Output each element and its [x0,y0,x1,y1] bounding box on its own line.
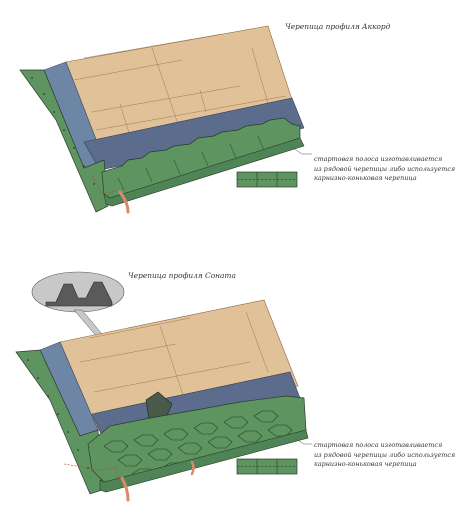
figure-accord [19,25,312,214]
starter-piece [236,171,298,188]
fascia-board [99,429,309,493]
underlay-band [83,97,305,171]
red-dashed-guide [63,463,121,487]
note-leader-line [289,145,312,155]
starter-piece [236,458,298,475]
sonata-profile-section [45,281,113,307]
note-line: из рядовой черепицы либо используется [314,164,456,173]
starter-row-lines [117,135,265,191]
note-leader-line [293,437,312,445]
note-line: из рядовой черепицы либо используется [314,450,456,459]
figure-sonata [15,271,312,502]
note-line: карнизно-коньковая черепица [314,174,417,183]
gable-trim-screws [31,77,95,185]
red-dashed-guide [91,175,117,197]
drip-pipe [120,476,130,502]
figure-note-accord: стартовая полоса изготавливается из рядо… [314,155,455,184]
drip-pipe [118,190,130,214]
deck-board-lines [73,33,287,137]
note-line: карнизно-коньковая черепица [314,460,417,469]
figure-title-sonata: Черепица профиля Соната [128,271,236,280]
gable-trim-screws [27,359,89,469]
figure-title-accord: Черепица профиля Аккорд [285,22,391,31]
figure-note-sonata: стартовая полоса изготавливается из рядо… [314,441,455,470]
note-line: стартовая полоса изготавливается [314,441,443,449]
note-line: стартовая полоса изготавливается [314,155,443,163]
drip-pipe-2 [190,460,195,476]
fascia-board [103,137,305,207]
